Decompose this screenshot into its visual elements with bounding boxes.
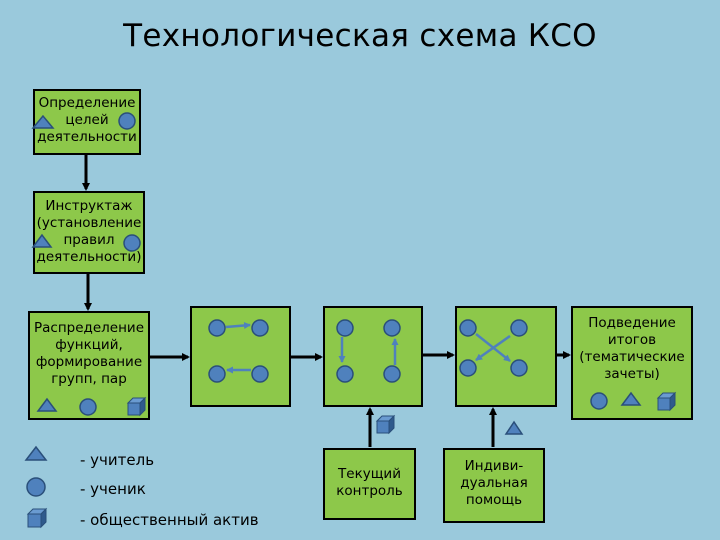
exchange-arrow-right: [225, 322, 251, 329]
student-circle-icon: [459, 319, 477, 337]
slide-title: Технологическая схема КСО: [123, 18, 597, 54]
current-control-text: Текущий контроль: [336, 466, 403, 499]
current-control-box: [323, 448, 416, 520]
individual-help-text: Индиви- дуальная помощь: [460, 458, 528, 508]
legend-teacher-label: - учитель: [80, 451, 155, 469]
results-text: Подведение итогов (тематические зачеты): [579, 315, 685, 382]
student-circle-icon: [510, 319, 528, 337]
teacher-triangle-icon: [31, 114, 55, 129]
student-circle-icon: [251, 319, 269, 337]
briefing-text: Инструктаж (установление правил деятельн…: [36, 198, 142, 265]
student-circle-icon: [336, 365, 354, 383]
student-circle-icon: [251, 365, 269, 383]
activist-cube-icon: [656, 391, 677, 412]
student-circle-icon: [123, 234, 141, 252]
briefing-box: [33, 191, 145, 274]
teacher-triangle-icon: [31, 233, 53, 248]
student-circle-icon: [383, 365, 401, 383]
student-circle-icon: [590, 392, 608, 410]
teacher-triangle-icon: [36, 397, 58, 412]
individual-help-box: [443, 448, 545, 523]
activist-cube-icon: [126, 396, 147, 417]
student-circle-icon: [383, 319, 401, 337]
exchange-arrow-diagonal: [475, 334, 511, 362]
teacher-triangle-icon: [620, 391, 642, 406]
legend-student-label: - ученик: [80, 480, 146, 498]
student-circle-icon: [208, 319, 226, 337]
distribution-text: Распределение функций, формирование груп…: [33, 320, 145, 387]
legend-student-icon: [26, 477, 46, 497]
legend-activist-label: - общественный актив: [80, 511, 259, 529]
student-circle-icon: [459, 359, 477, 377]
goals-text: Определение целей деятельности: [37, 95, 137, 145]
teacher-triangle-icon: [504, 420, 524, 435]
legend-teacher-icon: [24, 445, 48, 461]
student-circle-icon: [208, 365, 226, 383]
student-circle-icon: [510, 359, 528, 377]
legend-activist-icon: [26, 507, 48, 529]
student-circle-icon: [336, 319, 354, 337]
pairs-exchange-box: [190, 306, 291, 407]
student-circle-icon: [79, 398, 97, 416]
student-circle-icon: [118, 112, 136, 130]
activist-cube-icon: [375, 414, 396, 435]
